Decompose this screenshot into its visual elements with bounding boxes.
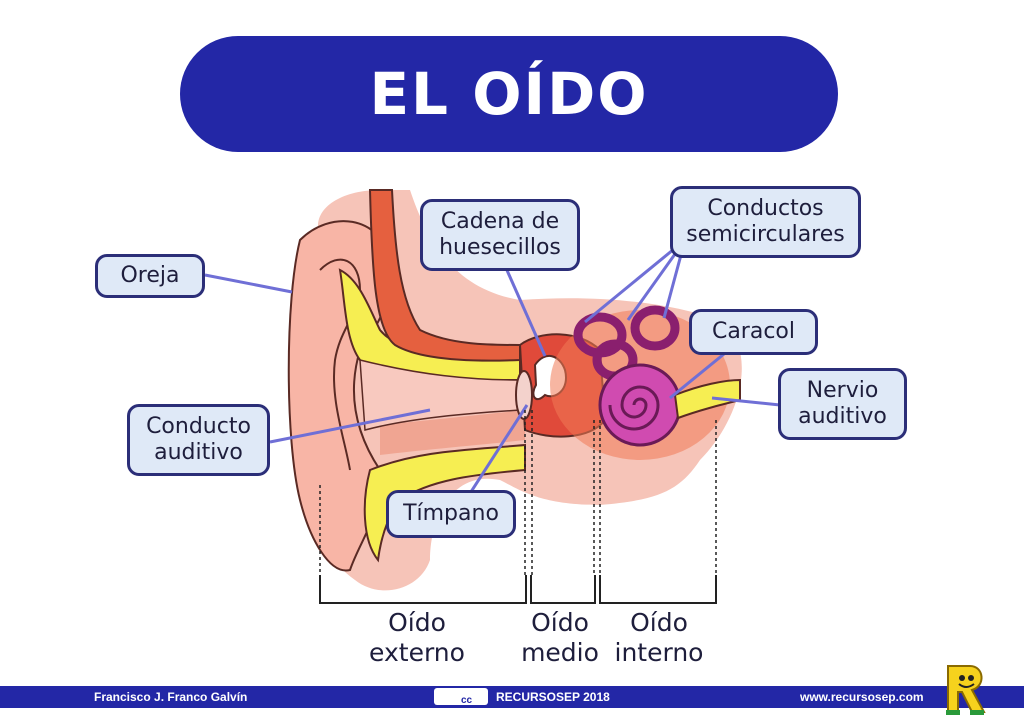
footer-brand: RECURSOSEP 2018 <box>496 690 610 704</box>
cochlea-spiral <box>608 385 660 431</box>
tissue-lower <box>380 410 525 455</box>
title-banner: EL OÍDO <box>180 36 838 152</box>
label-caracol: Caracol <box>689 309 818 355</box>
section-oido-externo: Oído externo <box>369 608 465 667</box>
footer-website[interactable]: www.recursosep.com <box>800 690 924 704</box>
semicircular-canal-2 <box>630 305 680 351</box>
canal-lower <box>363 443 526 563</box>
label-timpano: Tímpano <box>386 490 516 538</box>
section-oido-interno: Oído interno <box>614 608 704 667</box>
cc-license-icon: cc <box>434 688 488 706</box>
pinna-inner <box>319 258 362 471</box>
footer-author: Francisco J. Franco Galvín <box>94 690 248 704</box>
eardrum <box>515 370 533 420</box>
label-oreja: Oreja <box>95 254 205 298</box>
label-cadena-huesecillos: Cadena de huesecillos <box>420 199 580 271</box>
label-conductos-semicirculares: Conductos semicirculares <box>670 186 861 258</box>
cochlea <box>598 363 682 447</box>
label-nervio-auditivo: Nervio auditivo <box>778 368 907 440</box>
footer-bar: Francisco J. Franco Galvín cc RECURSOSEP… <box>0 686 1024 708</box>
section-oido-medio: Oído medio <box>521 608 599 667</box>
recursosep-r-logo-icon <box>946 665 986 715</box>
section-brackets <box>319 575 717 604</box>
label-conducto-auditivo: Conducto auditivo <box>127 404 270 476</box>
section-dividers <box>319 410 717 575</box>
page-title: EL OÍDO <box>369 60 649 128</box>
